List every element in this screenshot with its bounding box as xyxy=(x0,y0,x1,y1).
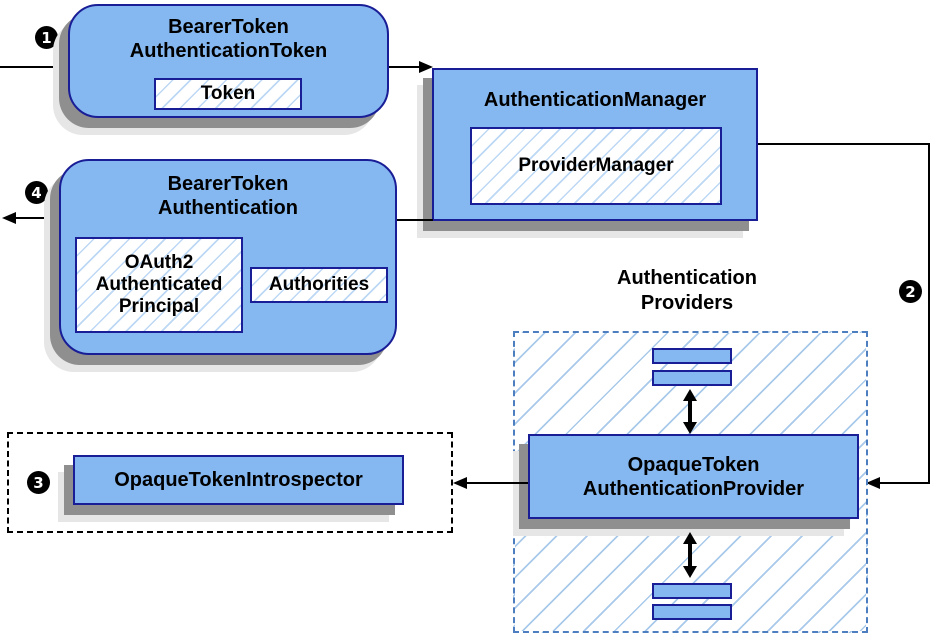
opaque-token-authentication-provider-node: OpaqueToken AuthenticationProvider xyxy=(528,434,859,519)
oauth2-authenticated-principal-line1: OAuth2 xyxy=(124,252,194,273)
provider-manager-subnode-label: ProviderManager xyxy=(518,155,674,176)
authentication-output-line xyxy=(14,217,60,219)
oauth2-authenticated-principal-line2: Authenticated xyxy=(95,274,223,295)
step-1-marker: 1 xyxy=(35,26,58,49)
arrow-shaft xyxy=(688,401,692,422)
step-2-marker: 2 xyxy=(899,280,922,303)
manager-to-provider-line-top xyxy=(757,143,930,145)
arrow-down-icon xyxy=(683,566,697,578)
step-4-marker: 4 xyxy=(25,181,48,204)
arrow-up-icon xyxy=(683,532,697,544)
authentication-providers-label-line1: Authentication xyxy=(617,267,757,289)
arrow-up-icon xyxy=(683,389,697,401)
provider-to-introspector-line xyxy=(465,482,528,484)
arrow-shaft xyxy=(688,544,692,566)
bearer-token-authentication-title-line2: Authentication xyxy=(158,197,298,219)
opaque-token-authentication-provider-title-line1: OpaqueToken xyxy=(627,453,760,476)
oauth2-authenticated-principal-subnode: OAuth2 Authenticated Principal xyxy=(75,237,243,333)
other-provider-bar-bottom-2 xyxy=(652,604,732,620)
token-to-manager-arrowhead-icon xyxy=(419,61,433,73)
other-provider-bar-top-2 xyxy=(652,370,732,386)
arrow-down-icon xyxy=(683,422,697,434)
bearer-token-authentication-token-title-line2: AuthenticationToken xyxy=(129,40,328,62)
bearer-token-authentication-token-title-line1: BearerToken xyxy=(168,16,289,38)
introspector-container xyxy=(7,432,453,533)
other-provider-bar-bottom-1 xyxy=(652,583,732,599)
opaque-token-introspector-node: OpaqueTokenIntrospector xyxy=(73,455,404,505)
token-to-manager-line xyxy=(388,66,420,68)
oauth2-authenticated-principal-line3: Principal xyxy=(118,296,200,317)
provider-link-double-arrow-top xyxy=(683,389,697,434)
bearer-token-authentication-title-line1: BearerToken xyxy=(167,173,289,195)
bearer-token-authentication-token-node: BearerToken AuthenticationToken Token xyxy=(68,4,389,118)
authorities-subnode-label: Authorities xyxy=(268,274,370,295)
authentication-manager-title: AuthenticationManager xyxy=(483,89,707,111)
manager-to-provider-arrowhead-icon xyxy=(866,477,880,489)
provider-to-introspector-arrowhead-icon xyxy=(453,477,467,489)
token-subnode-label: Token xyxy=(200,83,256,104)
manager-to-provider-line-right xyxy=(928,143,930,484)
opaque-token-authentication-provider-title-line2: AuthenticationProvider xyxy=(582,477,805,500)
manager-to-authentication-line xyxy=(395,219,433,221)
authorities-subnode: Authorities xyxy=(250,267,388,303)
authentication-providers-label-line2: Providers xyxy=(640,292,734,314)
token-subnode: Token xyxy=(154,78,302,110)
incoming-request-line xyxy=(0,66,69,68)
other-provider-bar-top-1 xyxy=(652,348,732,364)
provider-link-double-arrow-bottom xyxy=(683,532,697,578)
authentication-output-arrowhead-icon xyxy=(2,212,16,224)
step-3-marker: 3 xyxy=(27,471,50,494)
authentication-manager-node: AuthenticationManager ProviderManager xyxy=(432,68,758,221)
provider-manager-subnode: ProviderManager xyxy=(470,127,722,205)
opaque-token-introspector-title: OpaqueTokenIntrospector xyxy=(114,469,363,491)
authentication-providers-label: Authentication Providers xyxy=(560,266,814,316)
manager-to-provider-line-bottom xyxy=(878,482,930,484)
bearer-token-authentication-node: BearerToken Authentication OAuth2 Authen… xyxy=(59,159,397,355)
